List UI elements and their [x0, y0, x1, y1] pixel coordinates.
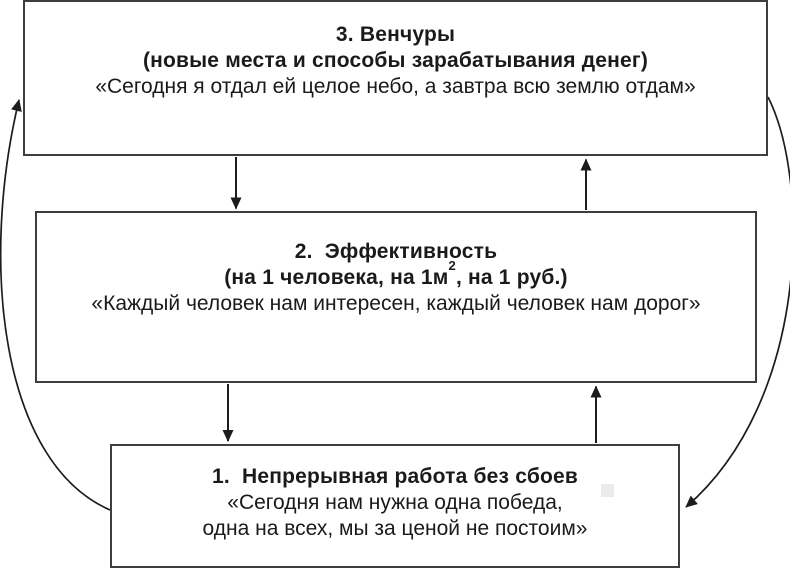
box-continuous-work: 1. Непрерывная работа без сбоев «Сегодня…	[110, 444, 680, 568]
box-efficiency-title: 2. Эффективность	[294, 240, 498, 263]
box-efficiency: 2. Эффективность (на 1 человека, на 1м2,…	[35, 211, 757, 383]
box-efficiency-quote: «Каждый человек нам интересен, каждый че…	[91, 292, 701, 315]
box-efficiency-subtitle-pre: (на 1 человека, на 1м	[224, 266, 449, 289]
box-ventures-quote: «Сегодня я отдал ей целое небо, а завтра…	[95, 75, 696, 98]
scan-artifact	[601, 484, 614, 497]
box-efficiency-subtitle-superscript: 2	[448, 258, 456, 274]
box-ventures-subtitle: (новые места и способы зарабатывания ден…	[142, 49, 649, 72]
box-efficiency-subtitle: (на 1 человека, на 1м2, на 1 руб.)	[37, 259, 755, 291]
box-continuous-work-quote-line1: «Сегодня нам нужна одна победа,	[227, 491, 563, 514]
box-continuous-work-quote-line2: одна на всех, мы за ценой не постоим»	[202, 517, 588, 540]
box-ventures: 3. Венчуры (новые места и способы зараба…	[23, 0, 768, 156]
box-ventures-title: 3. Венчуры	[335, 23, 456, 46]
box-continuous-work-title: 1. Непрерывная работа без сбоев	[211, 465, 579, 488]
box-efficiency-subtitle-post: , на 1 руб.)	[455, 266, 568, 289]
